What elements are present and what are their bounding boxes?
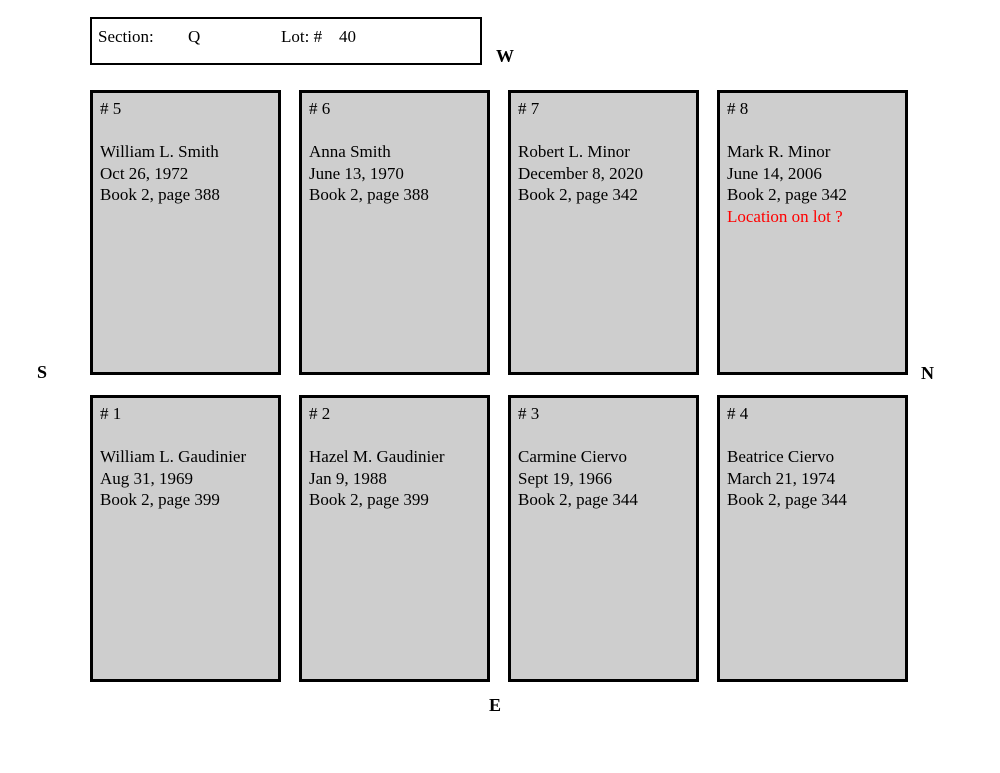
plot-card-2: # 2 Hazel M. Gaudinier Jan 9, 1988 Book …	[299, 395, 490, 682]
plot-name: Hazel M. Gaudinier	[309, 447, 445, 466]
plot-date: Sept 19, 1966	[518, 468, 612, 488]
plot-name: Mark R. Minor	[727, 142, 831, 161]
plot-card-5: # 5 William L. Smith Oct 26, 1972 Book 2…	[90, 90, 281, 375]
plot-book: Book 2, page 342	[518, 185, 638, 204]
plot-card-3: # 3 Carmine Ciervo Sept 19, 1966 Book 2,…	[508, 395, 699, 682]
plot-book: Book 2, page 342	[727, 185, 847, 204]
plot-card-1: # 1 William L. Gaudinier Aug 31, 1969 Bo…	[90, 395, 281, 682]
plot-date: June 13, 1970	[309, 163, 404, 183]
plot-card-4: # 4 Beatrice Ciervo March 21, 1974 Book …	[717, 395, 908, 682]
plot-number: # 4	[727, 404, 749, 423]
plot-number: # 6	[309, 99, 331, 118]
compass-west-label: W	[496, 46, 514, 66]
section-value: Q	[188, 27, 201, 46]
plot-note: Location on lot ?	[727, 206, 843, 226]
plot-name: William L. Gaudinier	[100, 447, 247, 466]
plot-date: Jan 9, 1988	[309, 468, 387, 488]
plot-book: Book 2, page 388	[100, 185, 220, 204]
plot-date: March 21, 1974	[727, 468, 836, 488]
plot-card-8: # 8 Mark R. Minor June 14, 2006 Book 2, …	[717, 90, 908, 375]
plot-book: Book 2, page 388	[309, 185, 429, 204]
plot-name: Robert L. Minor	[518, 142, 630, 161]
plot-date: December 8, 2020	[518, 163, 644, 183]
plot-book: Book 2, page 344	[518, 490, 638, 509]
plot-number: # 1	[100, 404, 122, 423]
plot-card-6: # 6 Anna Smith June 13, 1970 Book 2, pag…	[299, 90, 490, 375]
plot-name: Beatrice Ciervo	[727, 447, 835, 466]
lot-value: 40	[339, 27, 356, 46]
plot-number: # 3	[518, 404, 540, 423]
plot-book: Book 2, page 399	[309, 490, 429, 509]
plot-number: # 7	[518, 99, 540, 118]
plot-number: # 5	[100, 99, 122, 118]
plot-book: Book 2, page 344	[727, 490, 847, 509]
section-label: Section:	[98, 27, 154, 46]
lot-label: Lot: #	[281, 27, 323, 46]
plot-date: June 14, 2006	[727, 163, 822, 183]
compass-north-label: N	[921, 363, 934, 383]
plot-number: # 8	[727, 99, 749, 118]
plot-card-7: # 7 Robert L. Minor December 8, 2020 Boo…	[508, 90, 699, 375]
plot-name: William L. Smith	[100, 142, 219, 161]
plot-number: # 2	[309, 404, 331, 423]
plot-name: Anna Smith	[309, 142, 391, 161]
plot-name: Carmine Ciervo	[518, 447, 628, 466]
plot-date: Aug 31, 1969	[100, 468, 194, 488]
compass-east-label: E	[489, 695, 502, 715]
compass-south-label: S	[37, 362, 48, 382]
section-lot-header: Section: Q Lot: # 40	[90, 17, 482, 65]
plot-date: Oct 26, 1972	[100, 163, 189, 183]
plot-book: Book 2, page 399	[100, 490, 220, 509]
